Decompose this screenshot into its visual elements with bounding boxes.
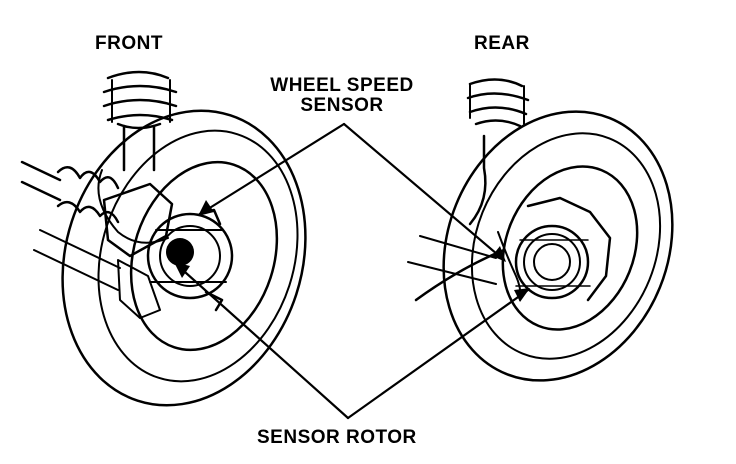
front-strut — [102, 70, 178, 172]
wss-callout-front — [198, 122, 346, 216]
arrowhead-wss-rear — [492, 246, 506, 262]
label-rear: REAR — [474, 33, 530, 54]
wss-callout-rear — [342, 122, 506, 262]
rear-spring — [466, 78, 530, 128]
front-sensor-wire — [97, 169, 169, 244]
arrowhead-rotor-rear — [514, 288, 530, 302]
rear-wheel-assembly — [407, 78, 674, 382]
front-wheel-assembly — [20, 70, 307, 407]
label-wheel-speed-sensor-line2: SENSOR — [300, 95, 384, 116]
rear-tire — [442, 110, 674, 382]
rear-hub — [514, 196, 612, 302]
front-drive-shaft — [20, 160, 121, 291]
rotor-callout-rear — [346, 288, 530, 420]
front-hub — [102, 182, 234, 319]
callout-lines — [174, 122, 530, 420]
arrowhead-wss-front — [198, 200, 214, 216]
arrowhead-rotor-front — [174, 262, 190, 278]
rotor-callout-front — [174, 262, 350, 420]
label-front: FRONT — [95, 33, 163, 54]
label-wheel-speed-sensor: WHEEL SPEED SENSOR — [262, 76, 422, 116]
label-sensor-rotor: SENSOR ROTOR — [257, 427, 417, 448]
callout-arrowheads — [174, 200, 530, 302]
label-wheel-speed-sensor-line1: WHEEL SPEED — [270, 75, 414, 96]
front-tire — [61, 109, 307, 407]
